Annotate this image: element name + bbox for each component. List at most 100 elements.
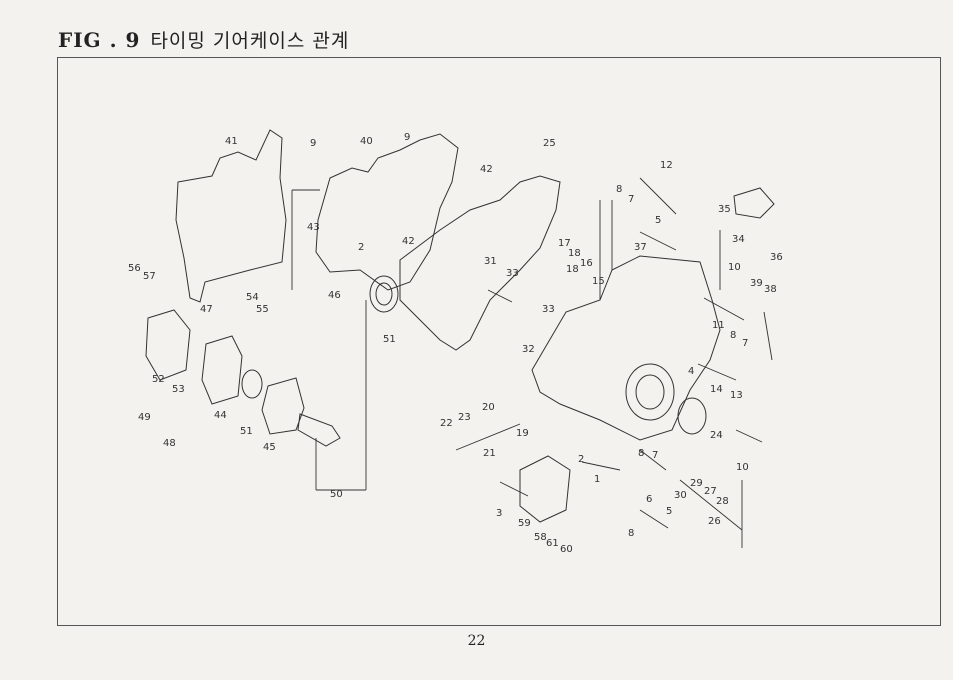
callout-label: 23 (458, 412, 471, 423)
callout-label: 57 (143, 271, 156, 282)
callout-label: 37 (634, 242, 647, 253)
callout-label: 56 (128, 263, 141, 274)
callout-label: 52 (152, 374, 165, 385)
callout-label: 55 (256, 304, 269, 315)
callout-label: 42 (402, 236, 415, 247)
callout-label: 14 (710, 384, 723, 395)
callout-label: 11 (712, 320, 725, 331)
diagram-stroke (455, 423, 521, 451)
callout-label: 20 (482, 402, 495, 413)
callout-label: 15 (592, 276, 605, 287)
diagram-stroke (639, 231, 677, 251)
callout-label: 34 (732, 234, 745, 245)
diagram-stroke (639, 177, 677, 215)
callout-label: 8 (616, 184, 622, 195)
callout-label: 21 (483, 448, 496, 459)
callout-label: 9 (310, 138, 316, 149)
callout-label: 5 (666, 506, 672, 517)
callout-label: 33 (506, 268, 519, 279)
callout-label: 58 (534, 532, 547, 543)
diagram-stroke (487, 289, 513, 303)
cover-59 (519, 455, 571, 523)
callout-label: 42 (480, 164, 493, 175)
sensor-34 (733, 187, 775, 219)
plate-45 (261, 377, 305, 435)
callout-label: 18 (566, 264, 579, 275)
callout-label: 40 (360, 136, 373, 147)
callout-label: 29 (690, 478, 703, 489)
page-number: 22 (467, 633, 486, 649)
callout-label: 38 (764, 284, 777, 295)
callout-label: 4 (688, 366, 694, 377)
callout-label: 8 (638, 448, 644, 459)
callout-label: 51 (240, 426, 253, 437)
callout-label: 60 (560, 544, 573, 555)
diagram-stroke (635, 374, 665, 410)
callout-label: 35 (718, 204, 731, 215)
diagram-stroke (639, 509, 669, 529)
callout-label: 7 (652, 450, 658, 461)
callout-label: 10 (728, 262, 741, 273)
callout-label: 50 (330, 489, 343, 500)
diagram-stroke (677, 397, 707, 435)
pump-body-44 (201, 335, 243, 405)
diagram-frame (57, 57, 941, 626)
diagram-stroke (735, 429, 763, 443)
callout-label: 30 (674, 490, 687, 501)
diagram-stroke (679, 479, 743, 531)
callout-label: 33 (542, 304, 555, 315)
gasket-41 (175, 129, 287, 303)
bearing-51 (241, 369, 263, 399)
callout-label: 5 (655, 215, 661, 226)
callout-label: 22 (440, 418, 453, 429)
gasket-25 (399, 175, 561, 351)
callout-label: 2 (358, 242, 364, 253)
callout-label: 8 (628, 528, 634, 539)
callout-label: 12 (660, 160, 673, 171)
figure-title: FIG . 9 타이밍 기어케이스 관계 (58, 26, 349, 53)
shaft-50 (297, 413, 341, 447)
callout-label: 31 (484, 256, 497, 267)
callout-label: 3 (496, 508, 502, 519)
callout-label: 54 (246, 292, 259, 303)
diagram-stroke (639, 449, 667, 471)
callout-label: 26 (708, 516, 721, 527)
callout-label: 59 (518, 518, 531, 529)
diagram-stroke (581, 461, 621, 471)
callout-label: 1 (594, 474, 600, 485)
callout-label: 7 (742, 338, 748, 349)
callout-label: 53 (172, 384, 185, 395)
callout-label: 43 (307, 222, 320, 233)
callout-label: 27 (704, 486, 717, 497)
callout-label: 47 (200, 304, 213, 315)
callout-label: 17 (558, 238, 571, 249)
callout-label: 44 (214, 410, 227, 421)
callout-label: 13 (730, 390, 743, 401)
diagram-stroke (625, 363, 675, 421)
callout-label: 6 (646, 494, 652, 505)
callout-label: 48 (163, 438, 176, 449)
callout-label: 49 (138, 412, 151, 423)
diagram-stroke (763, 311, 773, 361)
callout-label: 19 (516, 428, 529, 439)
callout-label: 7 (628, 194, 634, 205)
callout-label: 32 (522, 344, 535, 355)
callout-label: 24 (710, 430, 723, 441)
pump-cover-52 (145, 309, 191, 381)
diagram-stroke (375, 282, 393, 306)
diagram-stroke (697, 363, 737, 381)
callout-label: 18 (568, 248, 581, 259)
callout-label: 46 (328, 290, 341, 301)
callout-label: 25 (543, 138, 556, 149)
figure-number: FIG . 9 (58, 28, 141, 52)
callout-label: 8 (730, 330, 736, 341)
figure-title-korean: 타이밍 기어케이스 관계 (150, 30, 350, 52)
oil-seal-51 (369, 275, 399, 313)
gear-case (531, 255, 721, 441)
callout-label: 45 (263, 442, 276, 453)
callout-label: 61 (546, 538, 559, 549)
callout-label: 9 (404, 132, 410, 143)
callout-label: 10 (736, 462, 749, 473)
